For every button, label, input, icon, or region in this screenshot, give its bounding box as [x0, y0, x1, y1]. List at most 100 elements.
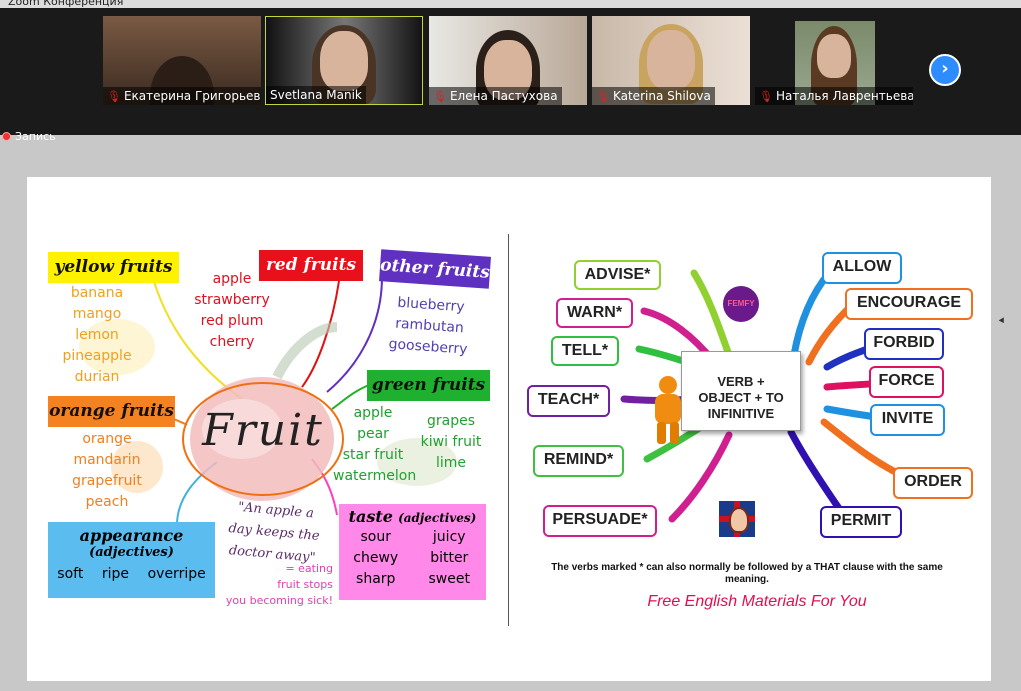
appearance-box: appearance (adjectives) soft ripe overri…	[48, 522, 215, 598]
fruit-connectors	[79, 274, 457, 526]
fruit-word: mandarin	[73, 452, 141, 468]
window-title: Zoom Конференция	[8, 0, 124, 8]
adjective-word: chewy	[353, 550, 399, 566]
fruit-word: kiwi fruit	[420, 434, 482, 450]
taste-words: sour juicy chewy bitter sharp sweet	[339, 527, 486, 590]
verb-teach: TEACH*	[527, 385, 610, 417]
verb-persuade: PERSUADE*	[543, 505, 657, 537]
orange-fruits-title: orange fruits	[48, 396, 175, 427]
participant-name: Елена Пастухова	[449, 89, 558, 103]
fruit-word: mango	[72, 306, 122, 322]
participant-name: Екатерина Григорьева	[123, 89, 261, 103]
taste-heading: taste (adjectives)	[339, 507, 486, 526]
fruit-word: pineapple	[62, 348, 132, 364]
next-participants-button[interactable]: ›	[929, 54, 961, 86]
verb-allow: ALLOW	[822, 252, 902, 284]
orange-figure-icon	[649, 376, 687, 446]
fruit-word: durian	[74, 369, 120, 385]
verb-advise: ADVISE*	[574, 260, 661, 290]
red-fruits-list: apple strawberry red plum cherry	[187, 269, 277, 353]
fruit-word: pear	[357, 426, 389, 442]
center-line: OBJECT + TO	[698, 390, 784, 405]
femfy-logo: FEMFY	[723, 286, 759, 322]
taste-box: taste (adjectives) sour juicy chewy bitt…	[339, 504, 486, 600]
participant-face	[817, 34, 851, 78]
fruit-word: red plum	[200, 313, 264, 329]
red-fruits-title: red fruits	[259, 250, 363, 281]
adjective-word: overripe	[147, 566, 206, 582]
mic-muted-icon: 🎙	[596, 89, 610, 103]
shared-screen: Fruit yellow fruits banana mango lemon p…	[27, 177, 991, 681]
orange-fruits-list: orange mandarin grapefruit peach	[65, 429, 149, 513]
appearance-title: appearance	[79, 526, 184, 545]
fruit-word: strawberry	[194, 292, 270, 308]
fruit-word: peach	[85, 494, 129, 510]
verb-tell: TELL*	[551, 336, 619, 366]
fruit-center-label: Fruit	[202, 405, 324, 456]
mic-muted-icon: 🎙	[433, 89, 447, 103]
participant-name: Наталья Лаврентьева	[775, 89, 913, 103]
fruit-word: cherry	[209, 334, 255, 350]
verb-force: FORCE	[869, 366, 944, 398]
participant-tile[interactable]: 🎙Katerina Shilova	[592, 16, 750, 105]
verb-forbid: FORBID	[864, 328, 944, 360]
adjective-word: sharp	[356, 571, 396, 587]
participant-tile-active[interactable]: Svetlana Manik	[265, 16, 423, 105]
recording-label: Запись	[15, 130, 56, 143]
participant-strip: 🎙Екатерина Григорьева Svetlana Manik 🎙Ел…	[0, 8, 1021, 143]
fruit-word: apple	[353, 405, 393, 421]
adjective-word: sweet	[428, 571, 470, 587]
participant-name: Katerina Shilova	[612, 89, 711, 103]
slide-divider	[508, 234, 509, 626]
green-fruits-title: green fruits	[367, 370, 490, 401]
apple-quote: "An apple a day keeps the doctor away"	[220, 496, 327, 571]
verb-permit: PERMIT	[820, 506, 902, 538]
record-dot-icon	[2, 132, 11, 141]
participant-tile[interactable]: 🎙Елена Пастухова	[429, 16, 587, 105]
verb-order: ORDER	[893, 467, 973, 499]
participant-tile[interactable]: 🎙Екатерина Григорьева	[103, 16, 261, 105]
verb-remind: REMIND*	[533, 445, 624, 477]
quote-note-line: = eating	[285, 562, 333, 575]
yellow-fruits-list: banana mango lemon pineapple durian	[57, 283, 137, 388]
adjective-word: ripe	[101, 566, 130, 582]
participant-nameplate: 🎙Katerina Shilova	[592, 87, 715, 105]
adjective-word: juicy	[432, 529, 466, 545]
participant-nameplate: 🎙Екатерина Григорьева	[103, 87, 261, 105]
mic-muted-icon: 🎙	[759, 89, 773, 103]
fruit-word: apple	[212, 271, 252, 287]
fruit-word: star fruit	[342, 447, 404, 463]
uk-flag-avatar-icon	[719, 501, 755, 537]
green-fruits-col2: grapes kiwi fruit lime	[415, 411, 487, 474]
quote-note-line: you becoming sick!	[225, 594, 333, 607]
fruit-word: lemon	[75, 327, 119, 343]
fruit-word: banana	[70, 285, 124, 301]
quote-note-line: fruit stops	[277, 578, 333, 591]
adjective-word: soft	[57, 566, 84, 582]
appearance-subtitle: (adjectives)	[89, 545, 174, 560]
footnote-line: meaning.	[725, 574, 769, 585]
fruit-word: lime	[435, 455, 467, 471]
participant-name: Svetlana Manik	[270, 88, 362, 102]
adjective-word: bitter	[430, 550, 469, 566]
green-fruits-col1: apple pear star fruit watermelon	[333, 403, 417, 487]
taste-subtitle: (adjectives)	[398, 511, 477, 525]
other-fruits-list: blueberry rambutan gooseberry	[375, 291, 484, 361]
verb-center-box: VERB + OBJECT + TO INFINITIVE	[681, 351, 801, 431]
center-line: VERB +	[717, 374, 765, 389]
appearance-words: soft ripe overripe	[48, 566, 215, 582]
quote-note: = eating fruit stops you becoming sick!	[223, 561, 333, 609]
verb-footnote: The verbs marked * can also normally be …	[547, 562, 947, 586]
participant-tile[interactable]: 🎙Наталья Лаврентьева	[755, 16, 913, 105]
participant-nameplate: Svetlana Manik	[266, 86, 366, 104]
fruit-word: watermelon	[333, 468, 417, 484]
verb-warn: WARN*	[556, 298, 633, 328]
mic-muted-icon: 🎙	[107, 89, 121, 103]
center-line: INFINITIVE	[707, 406, 775, 421]
participant-nameplate: 🎙Елена Пастухова	[429, 87, 562, 105]
taste-title: taste	[348, 507, 393, 526]
verb-encourage: ENCOURAGE	[845, 288, 973, 320]
fruit-word: orange	[82, 431, 132, 447]
chevron-right-icon: ›	[941, 58, 949, 79]
fruit-word: grapefruit	[72, 473, 142, 489]
